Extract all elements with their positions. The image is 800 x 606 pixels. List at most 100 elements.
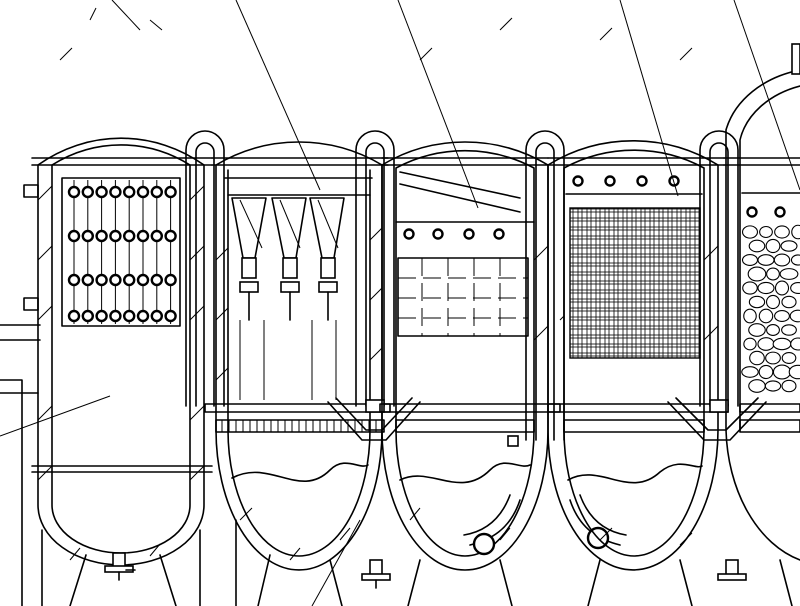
tube-ring-nozzle — [136, 273, 150, 287]
stone — [758, 308, 774, 324]
vessel-3 — [379, 17, 561, 606]
vessel-5 — [723, 43, 800, 606]
tube-ring-nozzle — [109, 309, 122, 323]
stone — [790, 281, 800, 295]
tube-ring-nozzle — [164, 185, 177, 199]
tube-ring-nozzle — [122, 309, 136, 323]
leader-line-7 — [311, 519, 361, 606]
stone — [747, 266, 767, 282]
drain-valve-2 — [361, 559, 391, 589]
vessel-3-grid-panel — [397, 257, 529, 337]
stone — [743, 337, 757, 351]
vessel-3-spray-nozzles — [403, 228, 505, 240]
vessel-5-spray-nozzles — [746, 206, 786, 218]
tube-ring-nozzle — [67, 229, 81, 243]
vessel-1-tube-rows — [67, 180, 177, 324]
vessel-1-wall-hatch — [37, 7, 205, 561]
tube-ring-nozzle — [109, 229, 122, 243]
tube-ring-nozzle — [150, 309, 164, 323]
vessel-2 — [204, 141, 391, 606]
stone — [779, 268, 799, 280]
stone — [772, 364, 792, 380]
stone — [781, 295, 797, 309]
stone — [781, 379, 797, 393]
stone — [765, 294, 781, 310]
stone — [772, 337, 792, 351]
tube-ring-nozzle — [122, 229, 136, 243]
transfer-u-pipe-1 — [185, 130, 225, 407]
vessel-1 — [0, 7, 213, 606]
tube-ring-nozzle — [136, 229, 150, 243]
stone — [774, 280, 790, 296]
hopper-cone-array — [231, 197, 345, 259]
drain-valve-4 — [717, 559, 747, 581]
tube-ring-nozzle — [164, 229, 177, 243]
stone — [757, 254, 775, 266]
stone — [774, 309, 790, 323]
tube-ring-nozzle — [150, 273, 164, 287]
leader-line-3 — [397, 0, 479, 209]
stone — [773, 253, 791, 267]
stone — [741, 253, 759, 267]
stone — [748, 295, 766, 309]
stone — [764, 380, 782, 392]
transfer-u-pipe-2 — [327, 130, 421, 441]
vessel-4-spray-nozzles — [572, 175, 680, 187]
stone — [757, 281, 775, 295]
tube-ring-nozzle — [67, 273, 81, 287]
hopper-valves — [239, 257, 338, 321]
stone — [766, 324, 780, 336]
tube-ring-nozzle — [136, 185, 150, 199]
leader-line-2 — [235, 0, 321, 191]
leader-line-4 — [619, 0, 679, 197]
stone — [748, 239, 766, 253]
tube-ring-nozzle — [150, 229, 164, 243]
vessel-4-wall-hatch — [559, 27, 719, 546]
vessel-5-packed-stone-bed — [741, 224, 800, 393]
stone — [766, 267, 780, 281]
tube-ring-nozzle — [109, 273, 122, 287]
stone — [780, 240, 798, 252]
stone — [774, 225, 790, 239]
stone — [758, 364, 774, 380]
stone — [748, 323, 766, 337]
vessel-2-wall-hatch — [215, 227, 383, 561]
tube-ring-nozzle — [122, 185, 136, 199]
stone — [741, 366, 759, 378]
stone — [781, 324, 797, 336]
stone — [759, 225, 773, 239]
tube-ring-nozzle — [81, 309, 95, 323]
vessel-4 — [547, 27, 747, 606]
tube-ring-nozzle — [150, 185, 164, 199]
stone — [791, 224, 800, 240]
leader-line-6 — [0, 395, 111, 437]
tube-ring-nozzle — [81, 273, 95, 287]
tube-ring-nozzle — [136, 309, 150, 323]
leader-line-1 — [111, 0, 141, 31]
tube-ring-nozzle — [81, 185, 95, 199]
leader-line-5 — [733, 0, 800, 191]
tube-ring-nozzle — [95, 185, 108, 199]
stone — [788, 364, 800, 380]
drain-valve-1 — [104, 552, 136, 581]
stone — [790, 337, 800, 351]
stone — [743, 308, 757, 324]
tube-ring-nozzle — [109, 185, 122, 199]
tube-ring-nozzle — [95, 309, 108, 323]
tube-ring-nozzle — [67, 185, 81, 199]
tube-ring-nozzle — [164, 273, 177, 287]
stone — [742, 281, 758, 295]
stone — [781, 351, 797, 365]
tube-ring-nozzle — [95, 273, 108, 287]
stone — [765, 351, 781, 365]
tube-ring-nozzle — [122, 273, 136, 287]
vessel-4-mesh-filter-pack — [569, 207, 701, 359]
stone — [749, 350, 765, 366]
tube-ring-nozzle — [164, 309, 177, 323]
tube-ring-nozzle — [81, 229, 95, 243]
tube-ring-nozzle — [67, 309, 81, 323]
stone — [789, 309, 800, 323]
stone — [748, 379, 766, 393]
tube-ring-nozzle — [95, 229, 108, 243]
